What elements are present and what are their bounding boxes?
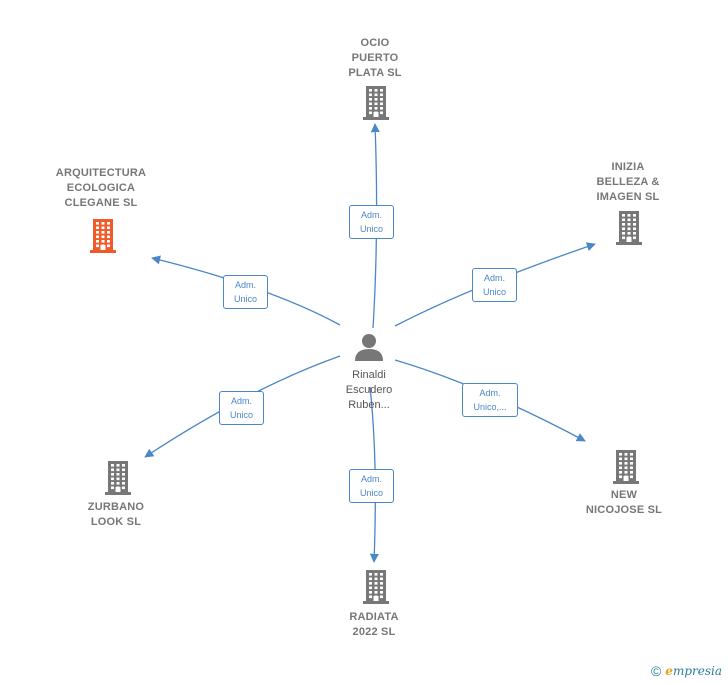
building-icon-arquitectura[interactable] bbox=[90, 219, 116, 253]
edge-label-arquitectura[interactable]: Adm. Unico bbox=[223, 275, 268, 309]
building-icon-ocio[interactable] bbox=[363, 86, 389, 120]
copyright-footer: © empresia bbox=[651, 663, 722, 679]
icons-layer bbox=[90, 86, 642, 604]
company-label-inizia: INIZIA BELLEZA & IMAGEN SL bbox=[596, 161, 660, 203]
edge-radiata bbox=[369, 386, 379, 563]
company-label-new: NEW NICOJOSE SL bbox=[585, 489, 663, 516]
person-icon[interactable] bbox=[355, 334, 383, 361]
company-label-radiata: RADIATA 2022 SL bbox=[349, 611, 399, 638]
building-icon-zurbano[interactable] bbox=[105, 461, 131, 495]
building-icon-inizia[interactable] bbox=[616, 211, 642, 245]
edge-label-inizia[interactable]: Adm. Unico bbox=[472, 268, 517, 302]
company-label-arquitectura: ARQUITECTURA ECOLOGICA CLEGANE SL bbox=[55, 167, 147, 209]
copyright-icon: © bbox=[650, 663, 662, 679]
person-label: Rinaldi Escudero Ruben... bbox=[345, 369, 393, 411]
edge-label-radiata[interactable]: Adm. Unico bbox=[349, 469, 394, 503]
edge-label-zurbano[interactable]: Adm. Unico bbox=[219, 391, 264, 425]
brand-logo[interactable]: empresia bbox=[665, 664, 722, 678]
building-icon-new[interactable] bbox=[613, 450, 639, 484]
company-label-ocio: OCIO PUERTO PLATA SL bbox=[348, 37, 402, 79]
edge-label-new[interactable]: Adm. Unico,... bbox=[462, 383, 518, 417]
company-label-zurbano: ZURBANO LOOK SL bbox=[87, 501, 145, 528]
building-icon-radiata[interactable] bbox=[363, 570, 389, 604]
edge-label-ocio[interactable]: Adm. Unico bbox=[349, 205, 394, 239]
